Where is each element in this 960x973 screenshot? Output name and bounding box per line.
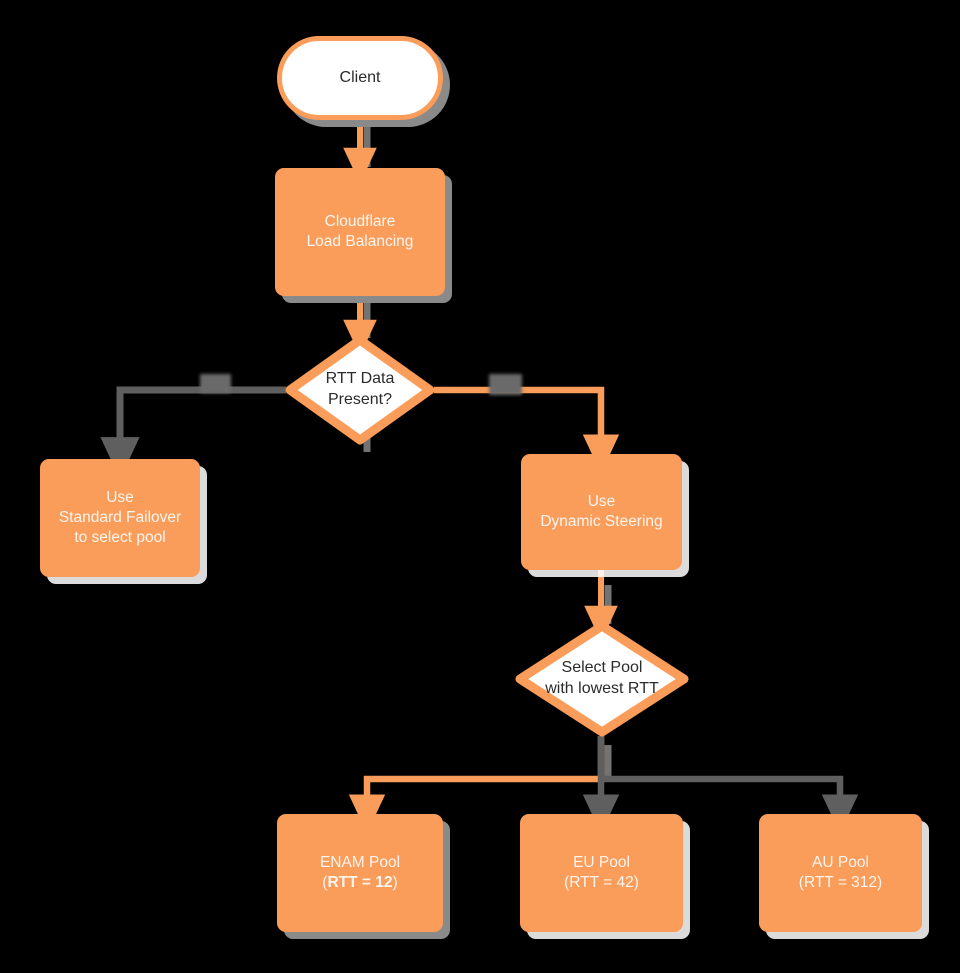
node-enam-pool-rtt: (RTT = 12) [320, 873, 400, 893]
node-load-balancing-line2: Load Balancing [306, 233, 414, 250]
node-standard-failover[interactable]: Use Standard Failover to select pool [40, 459, 200, 577]
node-enam-pool[interactable]: ENAM Pool (RTT = 12) [277, 814, 443, 932]
node-eu-pool-rtt: (RTT = 42) [564, 874, 639, 891]
edge-rttdecision-to-dynamicsteering [434, 386, 620, 474]
edge-selectpool-to-au [601, 775, 859, 834]
enam-paren-close: ) [392, 874, 398, 891]
node-rtt-data-present-decision[interactable]: RTT Data Present? [284, 334, 436, 446]
node-au-pool[interactable]: AU Pool (RTT = 312) [759, 814, 922, 932]
edge-rttdecision-to-standardfailover [100, 386, 286, 480]
node-dynamic-steering-line1: Use [587, 492, 616, 510]
node-enam-pool-label: ENAM Pool [319, 853, 401, 871]
edge-selectpool-to-enam [348, 736, 605, 834]
edge-label-yes: Yes [489, 374, 522, 395]
node-dynamic-steering[interactable]: Use Dynamic Steering [521, 454, 682, 570]
node-rtt-decision-line2: Present? [327, 391, 393, 408]
node-standard-failover-line1: Use [106, 488, 134, 506]
edge-label-no-text: No [207, 377, 224, 390]
enam-paren-open: ( [322, 874, 328, 891]
node-eu-pool-label: EU Pool [573, 853, 630, 871]
node-rtt-decision-line1: RTT Data [325, 370, 395, 388]
edge-label-no: No [200, 374, 231, 393]
node-select-pool-line1: Select Pool [561, 659, 643, 677]
diamond-shape-select-pool [515, 621, 689, 737]
edge-label-yes-text: Yes [495, 378, 516, 391]
node-client[interactable]: Client [277, 36, 443, 120]
node-standard-failover-line2: Standard Failover [58, 508, 182, 526]
node-eu-pool[interactable]: EU Pool (RTT = 42) [520, 814, 683, 932]
node-select-pool-decision[interactable]: Select Pool with lowest RTT [514, 620, 690, 738]
node-load-balancing-line1: Cloudflare [324, 212, 396, 230]
enam-rtt-value: RTT = 12 [327, 874, 393, 891]
node-au-pool-label: AU Pool [812, 853, 869, 871]
node-au-pool-rtt: (RTT = 312) [798, 874, 883, 891]
node-select-pool-line2: with lowest RTT [545, 680, 659, 697]
node-dynamic-steering-line2: Dynamic Steering [540, 513, 663, 530]
node-standard-failover-line3: to select pool [74, 529, 166, 547]
diamond-shape-rtt [285, 335, 435, 445]
node-client-label: Client [339, 68, 381, 86]
node-cloudflare-load-balancing[interactable]: Cloudflare Load Balancing [275, 168, 445, 296]
